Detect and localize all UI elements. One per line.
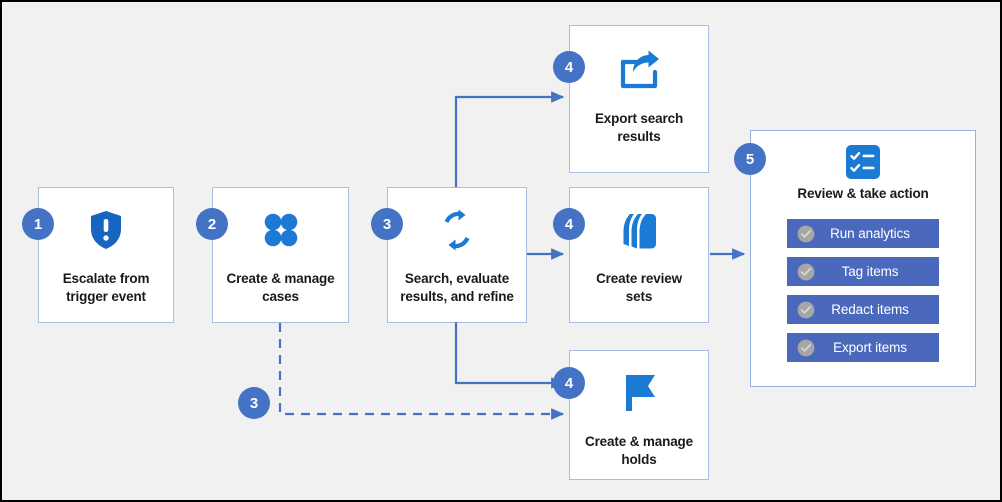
action-button-export-items[interactable]: Export items bbox=[787, 333, 939, 362]
step-badge-3-holds-branch: 3 bbox=[238, 387, 270, 419]
card-create-review-sets[interactable]: Create review sets bbox=[569, 187, 709, 323]
layers-stack-icon bbox=[570, 200, 708, 260]
check-circle-icon bbox=[797, 301, 815, 319]
refresh-sync-icon bbox=[388, 200, 526, 260]
step-badge-1: 1 bbox=[22, 208, 54, 240]
action-button-tag-items[interactable]: Tag items bbox=[787, 257, 939, 286]
action-button-label: Tag items bbox=[841, 264, 899, 279]
card-label: Create & manage holds bbox=[584, 434, 694, 468]
action-button-label: Redact items bbox=[831, 302, 909, 317]
four-dots-icon bbox=[213, 200, 348, 260]
action-button-run-analytics[interactable]: Run analytics bbox=[787, 219, 939, 248]
check-circle-icon bbox=[797, 225, 815, 243]
card-escalate-from-trigger-event[interactable]: Escalate from trigger event bbox=[38, 187, 174, 323]
card-export-search-results[interactable]: Export search results bbox=[569, 25, 709, 173]
export-share-icon bbox=[570, 40, 708, 100]
action-button-label: Export items bbox=[833, 340, 907, 355]
card-label: Export search results bbox=[594, 111, 684, 145]
flag-icon bbox=[570, 363, 708, 423]
step-badge-2: 2 bbox=[196, 208, 228, 240]
card-create-manage-holds[interactable]: Create & manage holds bbox=[569, 350, 709, 480]
connector-search-to-holds bbox=[454, 322, 565, 389]
card-label: Escalate from trigger event bbox=[62, 271, 150, 305]
card-label: Search, evaluate results, and refine bbox=[400, 271, 514, 305]
checklist-icon bbox=[751, 145, 975, 179]
step-badge-5: 5 bbox=[734, 143, 766, 175]
connector-search-to-export bbox=[454, 91, 565, 187]
step-badge-3: 3 bbox=[371, 208, 403, 240]
check-circle-icon bbox=[797, 339, 815, 357]
step-badge-4-export: 4 bbox=[553, 51, 585, 83]
step-badge-4-reviewsets: 4 bbox=[553, 208, 585, 240]
action-button-redact-items[interactable]: Redact items bbox=[787, 295, 939, 324]
panel-review-take-action[interactable]: Review & take action Run analytics Tag i… bbox=[750, 130, 976, 387]
card-label: Create & manage cases bbox=[226, 271, 335, 305]
check-circle-icon bbox=[797, 263, 815, 281]
action-button-label: Run analytics bbox=[830, 226, 910, 241]
card-label: Create review sets bbox=[596, 271, 682, 305]
step-badge-4-holds: 4 bbox=[553, 367, 585, 399]
connector-cases-to-holds-dashed bbox=[278, 323, 565, 420]
panel-title: Review & take action bbox=[797, 186, 929, 201]
shield-alert-icon bbox=[39, 200, 173, 260]
card-create-manage-cases[interactable]: Create & manage cases bbox=[212, 187, 349, 323]
card-search-evaluate-refine[interactable]: Search, evaluate results, and refine bbox=[387, 187, 527, 323]
